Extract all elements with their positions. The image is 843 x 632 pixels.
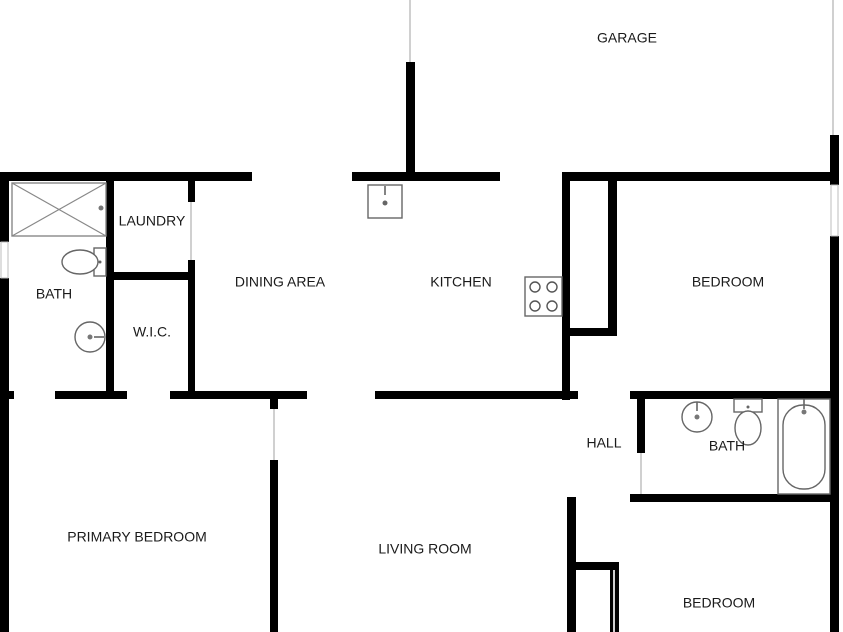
room-label-living-room: LIVING ROOM: [378, 541, 471, 557]
room-label-wic: W.I.C.: [133, 324, 171, 340]
room-label-hall: HALL: [586, 435, 621, 451]
room-label-primary-bedroom: PRIMARY BEDROOM: [67, 529, 207, 545]
toilet-icon: [61, 247, 107, 277]
bathtub-icon: [777, 398, 831, 495]
sink-icon: [74, 321, 106, 353]
shower-icon: [11, 182, 107, 237]
toilet-icon: [733, 398, 763, 446]
cooktop-icon: [524, 276, 563, 317]
room-label-dining: DINING AREA: [235, 274, 326, 290]
room-label-bath-primary: BATH: [36, 286, 72, 302]
walls: [0, 62, 839, 632]
room-label-bath-2: BATH: [709, 438, 745, 454]
room-label-kitchen: KITCHEN: [430, 274, 491, 290]
window-icon: [830, 184, 839, 237]
window-icon: [0, 241, 9, 279]
room-labels: GARAGE LAUNDRY BATH W.I.C. DINING AREA K…: [36, 30, 764, 611]
room-label-garage: GARAGE: [597, 30, 657, 46]
room-label-bedroom-1: BEDROOM: [692, 274, 764, 290]
sink-icon: [367, 184, 403, 219]
room-label-laundry: LAUNDRY: [119, 213, 186, 229]
sink-icon: [681, 401, 713, 433]
room-label-bedroom-2: BEDROOM: [683, 595, 755, 611]
